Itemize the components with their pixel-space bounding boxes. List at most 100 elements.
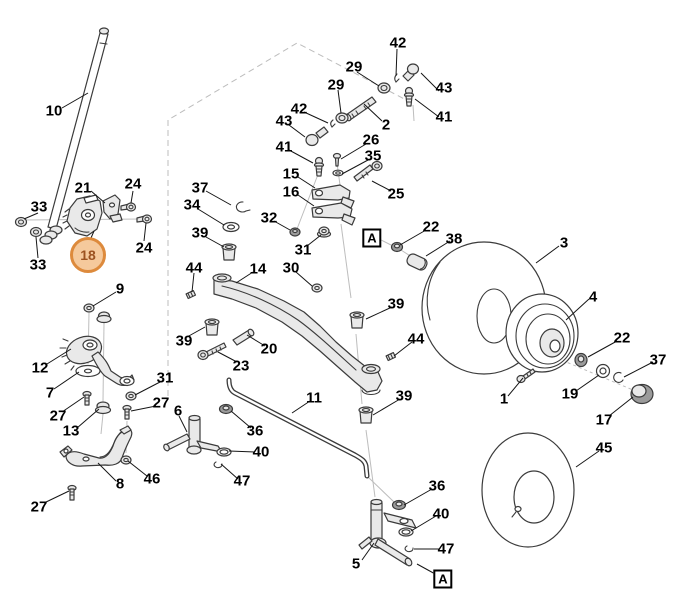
nut-29-right: [377, 82, 391, 94]
part-label-29[interactable]: 29: [327, 76, 345, 94]
part-label-45[interactable]: 45: [595, 439, 613, 457]
nut-36-left: [218, 403, 234, 415]
bushing-38: [406, 253, 428, 271]
part-label-47[interactable]: 47: [233, 472, 251, 490]
part-label-39[interactable]: 39: [191, 224, 209, 242]
part-label-31[interactable]: 31: [156, 369, 174, 387]
part-label-41[interactable]: 41: [275, 138, 293, 156]
part-label-16[interactable]: 16: [282, 183, 300, 201]
washer-34: [222, 221, 240, 233]
washer-7: [75, 364, 101, 378]
part-label-32[interactable]: 32: [260, 209, 278, 227]
part-label-1[interactable]: 1: [499, 390, 509, 408]
part-label-27[interactable]: 27: [30, 498, 48, 516]
part-label-33[interactable]: 33: [30, 198, 48, 216]
nut-31-left: [125, 391, 137, 401]
part-label-43[interactable]: 43: [275, 112, 293, 130]
part-label-3[interactable]: 3: [559, 234, 569, 252]
part-label-44[interactable]: 44: [185, 259, 203, 277]
part-label-14[interactable]: 14: [249, 260, 267, 278]
part-label-9[interactable]: 9: [115, 280, 125, 298]
screw-24-lower: [136, 214, 153, 224]
washer-19: [595, 363, 611, 379]
part-label-34[interactable]: 34: [183, 196, 201, 214]
part-label-13[interactable]: 13: [62, 422, 80, 440]
bolt-1: [516, 368, 536, 384]
part-label-25[interactable]: 25: [387, 185, 405, 203]
part-label-36[interactable]: 36: [246, 422, 264, 440]
part-label-29[interactable]: 29: [345, 58, 363, 76]
part-label-27[interactable]: 27: [49, 407, 67, 425]
axle-beam-14: [212, 273, 383, 396]
part-label-39[interactable]: 39: [175, 332, 193, 350]
cotter-pin-42-left: [330, 119, 336, 128]
part-label-12[interactable]: 12: [31, 359, 49, 377]
part-label-20[interactable]: 20: [260, 340, 278, 358]
part-label-2[interactable]: 2: [381, 116, 391, 134]
part-label-44[interactable]: 44: [407, 330, 425, 348]
part-label-31[interactable]: 31: [294, 241, 312, 259]
part-label-42[interactable]: 42: [389, 34, 407, 52]
rim-4: [505, 293, 579, 373]
part-label-5[interactable]: 5: [351, 555, 361, 573]
part-label-26[interactable]: 26: [362, 131, 380, 149]
part-label-17[interactable]: 17: [595, 411, 613, 429]
bushing-39-b: [204, 318, 220, 336]
nut-36-right: [391, 499, 407, 511]
reference-marker-A[interactable]: A: [362, 228, 382, 248]
part-label-38[interactable]: 38: [445, 230, 463, 248]
clevis-15: [311, 184, 355, 209]
part-label-43[interactable]: 43: [435, 79, 453, 97]
part-label-24[interactable]: 24: [124, 175, 142, 193]
part-label-47[interactable]: 47: [437, 540, 455, 558]
part-label-30[interactable]: 30: [282, 259, 300, 277]
spindle-6: [163, 414, 223, 455]
part-label-39[interactable]: 39: [395, 387, 413, 405]
part-label-23[interactable]: 23: [232, 357, 250, 375]
part-label-4[interactable]: 4: [588, 288, 598, 306]
reference-marker-A[interactable]: A: [433, 569, 453, 589]
part-label-21[interactable]: 21: [74, 179, 92, 197]
part-label-37[interactable]: 37: [649, 351, 667, 369]
part-label-19[interactable]: 19: [561, 385, 579, 403]
part-label-24[interactable]: 24: [135, 239, 153, 257]
part-label-41[interactable]: 41: [435, 108, 453, 126]
washer-35: [332, 169, 344, 177]
nut-9: [83, 303, 95, 313]
part-label-10[interactable]: 10: [45, 102, 63, 120]
part-label-7[interactable]: 7: [45, 384, 55, 402]
pin-20: [232, 328, 255, 346]
ball-joint-43-right: [402, 63, 420, 82]
part-label-37[interactable]: 37: [191, 179, 209, 197]
cap-17: [630, 383, 654, 405]
part-label-33[interactable]: 33: [29, 256, 47, 274]
part-label-15[interactable]: 15: [282, 165, 300, 183]
inner-tube-45: [481, 432, 575, 548]
part-label-46[interactable]: 46: [143, 470, 161, 488]
drag-link-11: [226, 377, 370, 479]
part-label-27[interactable]: 27: [152, 394, 170, 412]
part-label-22[interactable]: 22: [422, 218, 440, 236]
screw-26: [332, 152, 342, 167]
part-label-6[interactable]: 6: [173, 402, 183, 420]
part-label-39[interactable]: 39: [387, 295, 405, 313]
part-label-22[interactable]: 22: [613, 329, 631, 347]
part-label-40[interactable]: 40: [432, 505, 450, 523]
part-label-40[interactable]: 40: [252, 443, 270, 461]
washer-22-right: [574, 352, 588, 368]
hook-clip-37: [235, 201, 251, 213]
bracket-8: [59, 425, 133, 467]
set-screw-44-b: [385, 351, 397, 362]
washer-22-left: [390, 241, 404, 253]
highlighted-part-label-18[interactable]: 18: [70, 237, 106, 273]
bushing-39-d: [358, 406, 374, 424]
bracket-21: [102, 194, 123, 223]
part-label-36[interactable]: 36: [428, 477, 446, 495]
part-label-35[interactable]: 35: [364, 147, 382, 165]
part-label-8[interactable]: 8: [115, 475, 125, 493]
part-label-42[interactable]: 42: [290, 100, 308, 118]
screw-27-a: [82, 390, 92, 406]
part-label-11[interactable]: 11: [306, 389, 322, 407]
